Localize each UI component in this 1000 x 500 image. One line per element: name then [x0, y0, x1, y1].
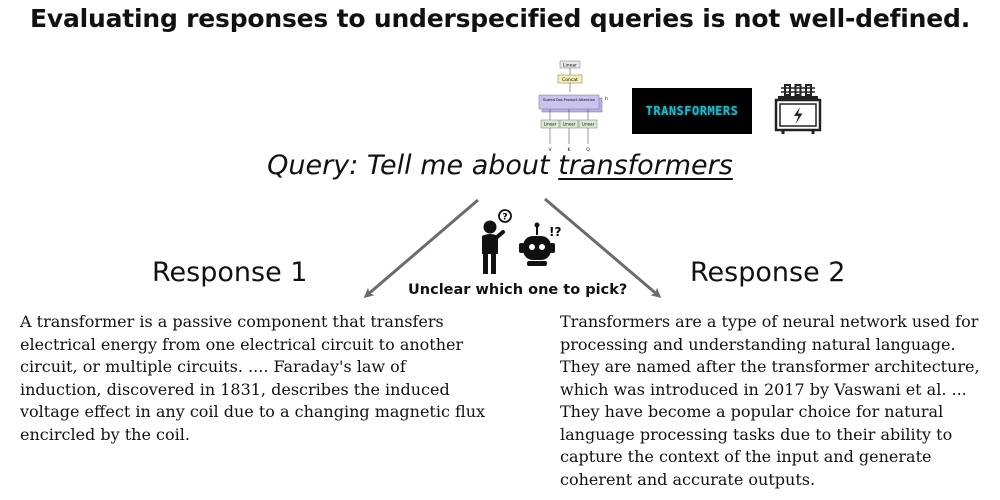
attention-input-v: V — [548, 147, 552, 153]
svg-text:!?: !? — [549, 225, 561, 239]
svg-text:?: ? — [502, 213, 507, 223]
svg-text:Linear: Linear — [582, 122, 595, 127]
query-prefix: Query: Tell me about — [267, 150, 559, 181]
svg-text:Linear: Linear — [563, 122, 576, 127]
electrical-transformer-icon — [774, 84, 822, 134]
arrow-to-response-2 — [544, 197, 662, 298]
unclear-caption: Unclear which one to pick? — [408, 282, 628, 298]
transformers-movie-logo-text: TRANSFORMERS — [645, 104, 739, 118]
attention-sdpa-label: Scaled Dot-Product Attention — [543, 98, 595, 102]
response-2-title: Response 2 — [690, 257, 846, 288]
attention-input-q: Q — [586, 147, 590, 153]
arrow-to-response-1 — [363, 198, 479, 298]
attention-top-linear-label: Linear — [563, 63, 577, 69]
response-1-title: Response 1 — [152, 257, 308, 288]
attention-diagram-image: Linear Concat Scaled Dot-Product Attenti… — [538, 60, 608, 153]
attention-input-k: K — [568, 147, 572, 153]
query-text: Query: Tell me about transformers — [0, 150, 1000, 181]
attention-concat-label: Concat — [562, 77, 578, 83]
response-2-text: Transformers are a type of neural networ… — [560, 312, 980, 489]
svg-text:Linear: Linear — [544, 122, 557, 127]
robot-confused-icon: !? — [519, 222, 561, 266]
transformers-movie-logo: TRANSFORMERS — [632, 88, 752, 134]
figure-title: Evaluating responses to underspecified q… — [29, 4, 971, 33]
response-1-text: A transformer is a passive component tha… — [20, 312, 486, 444]
person-thinking-icon: ? — [482, 209, 512, 274]
attention-h-label: h — [605, 96, 608, 102]
query-keyword: transformers — [558, 150, 733, 181]
